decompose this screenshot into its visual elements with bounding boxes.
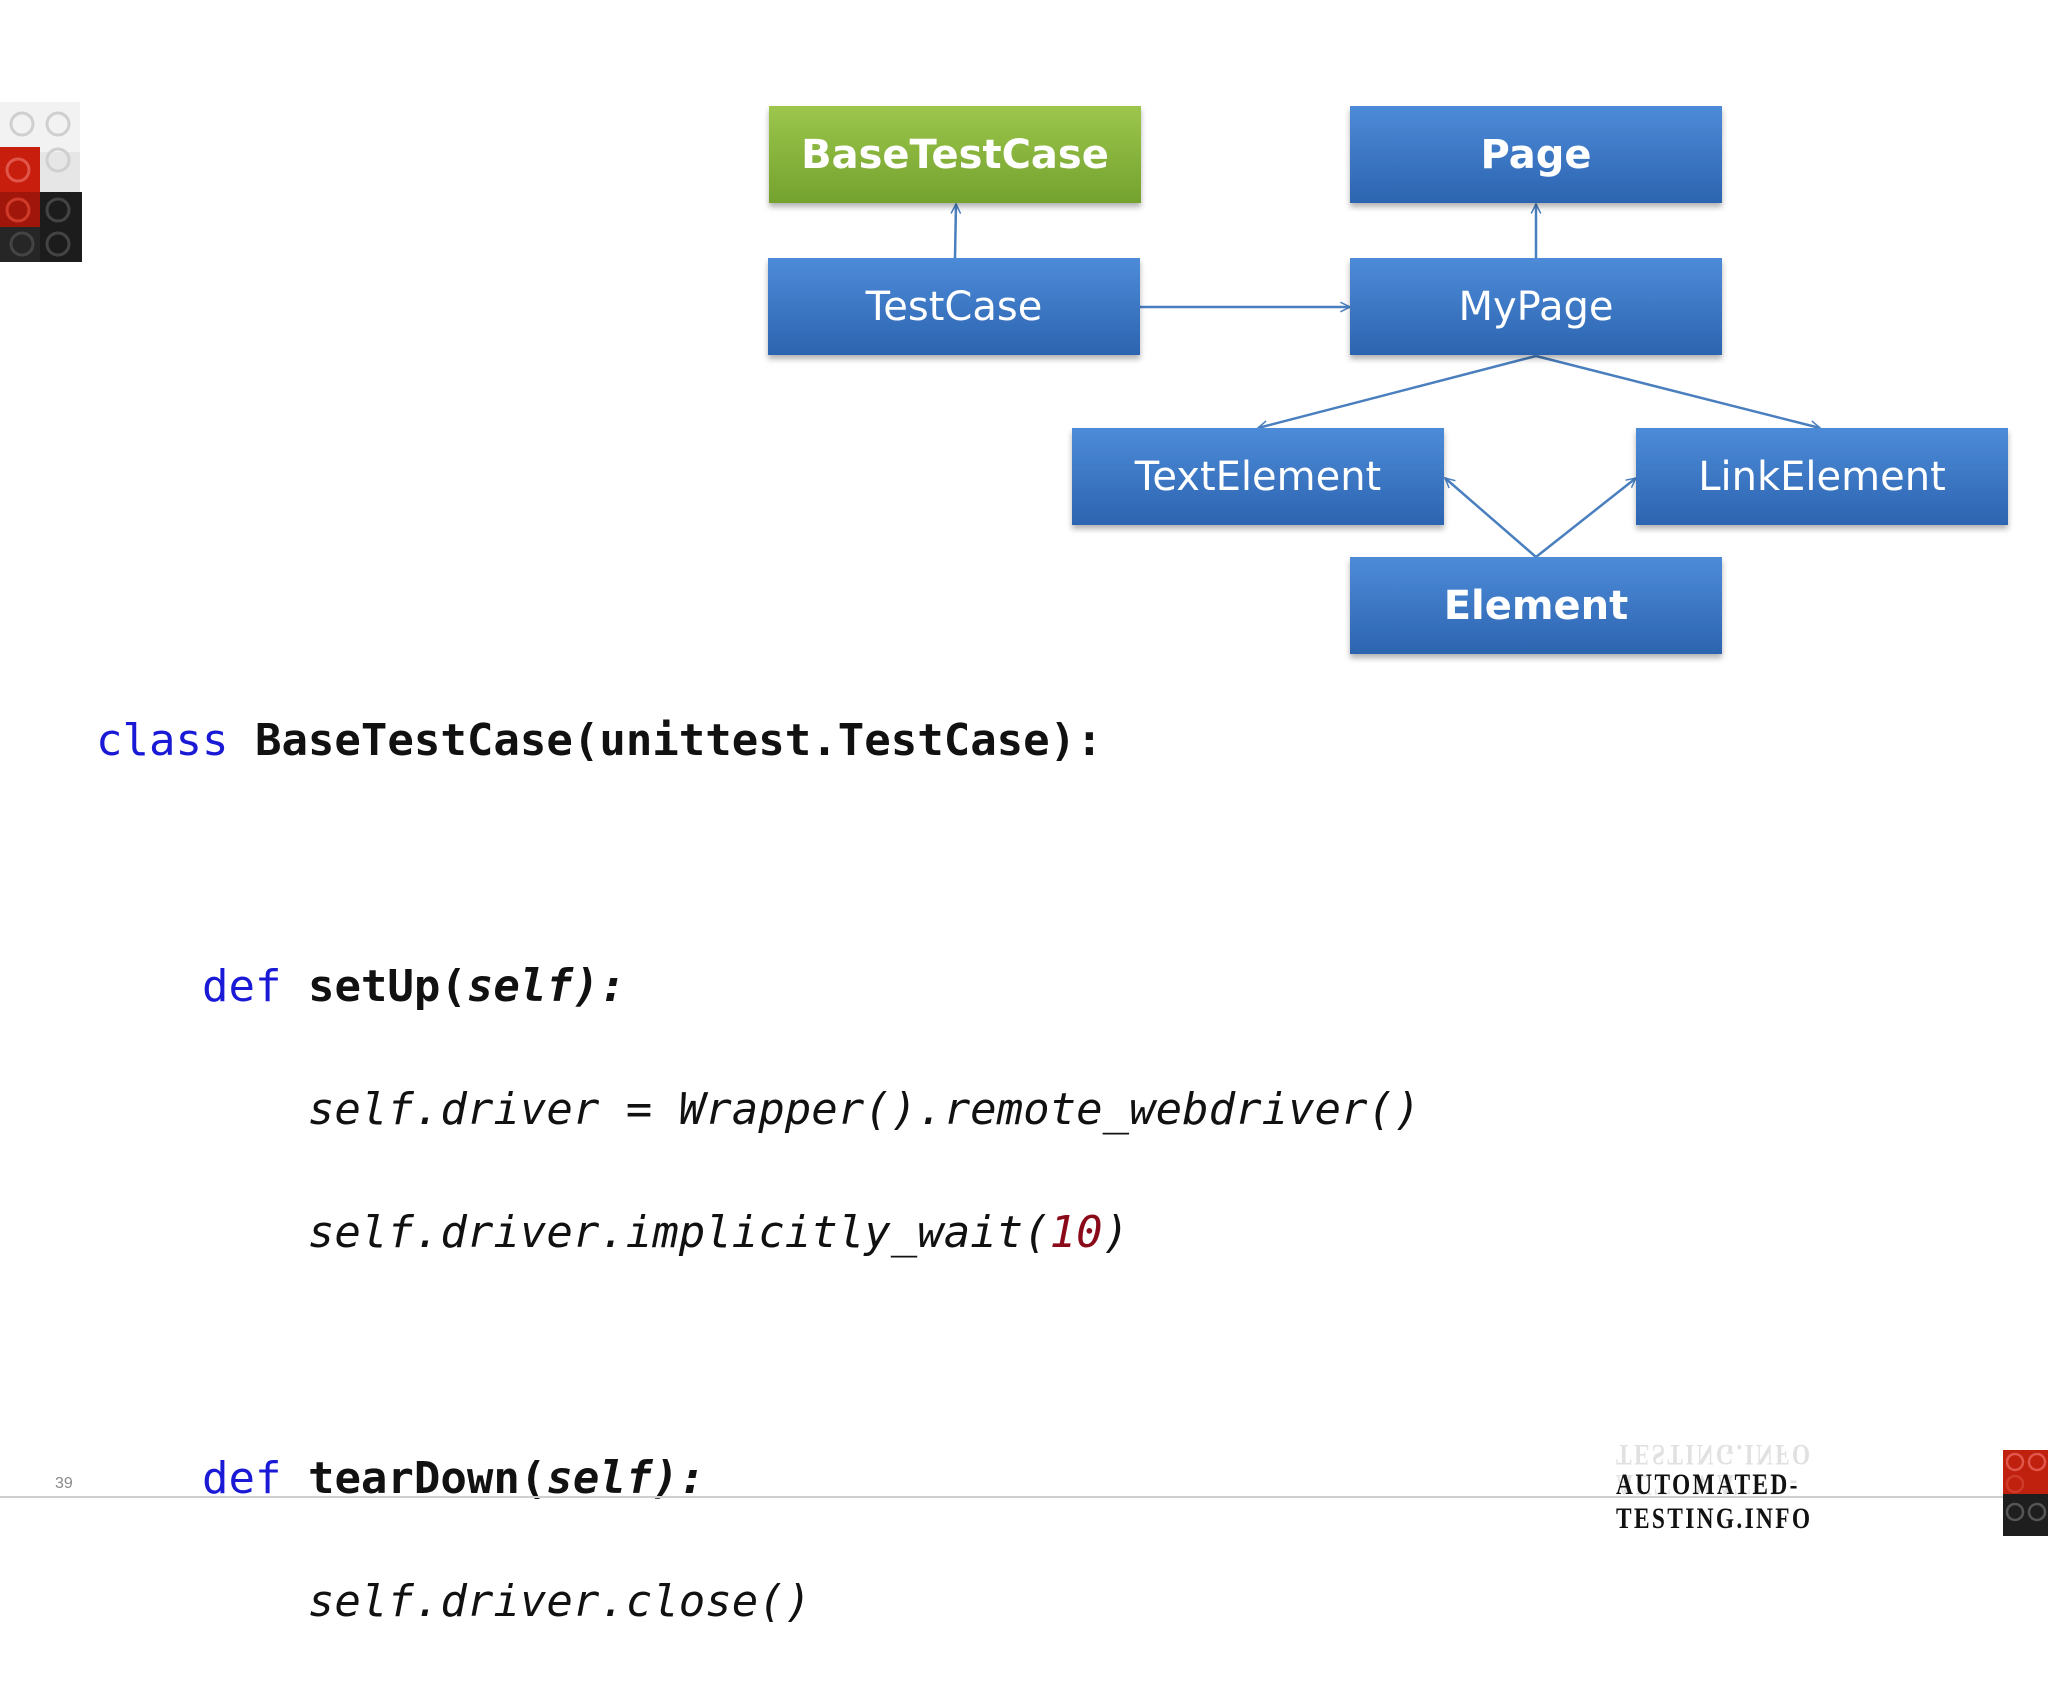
node-element-label: Element (1444, 583, 1629, 629)
code-line-blank (96, 1325, 1421, 1387)
code-keyword: class (96, 714, 229, 766)
node-basetestcase-label: BaseTestCase (801, 132, 1109, 178)
code-line-1: class BaseTestCase(unittest.TestCase): (96, 710, 1421, 772)
lego-brick-icon (0, 102, 82, 262)
node-testcase-label: TestCase (865, 284, 1043, 330)
node-element: Element (1350, 557, 1722, 654)
code-keyword: def (201, 1452, 282, 1504)
code-line-4: self.driver.implicitly_wait(10) (96, 1202, 1421, 1264)
diagram-connectors (955, 204, 1820, 558)
code-statement-end: ) (1102, 1206, 1130, 1258)
node-textelement-label: TextElement (1134, 454, 1382, 500)
footer-divider (0, 1496, 2048, 1498)
node-mypage: MyPage (1350, 258, 1722, 355)
code-line-2: def setUp(self): (96, 956, 1421, 1018)
arrow-element-to-linkelement (1535, 478, 1636, 558)
node-mypage-label: MyPage (1458, 284, 1613, 330)
code-method-param: self): (546, 1452, 706, 1504)
code-listing: class BaseTestCase(unittest.TestCase): d… (96, 648, 1421, 1694)
node-page: Page (1350, 106, 1722, 203)
code-method-name: setUp( (307, 960, 467, 1012)
class-diagram: BaseTestCase Page TestCase MyPage TextEl… (768, 106, 2008, 654)
code-number: 10 (1049, 1206, 1103, 1258)
arrow-element-to-textelement (1445, 478, 1537, 558)
arrow-mypage-to-linkelement (1535, 354, 1820, 428)
code-statement: self.driver = Wrapper().remote_webdriver… (307, 1083, 1421, 1135)
code-statement: self.driver.close() (307, 1575, 812, 1627)
node-textelement: TextElement (1072, 428, 1444, 525)
code-class-signature: BaseTestCase(unittest.TestCase): (254, 714, 1103, 766)
node-testcase: TestCase (768, 258, 1140, 355)
arrow-testcase-to-basetestcase (955, 204, 956, 259)
node-basetestcase: BaseTestCase (769, 106, 1141, 203)
footer-site-name: AUTOMATED-TESTING.INFO (1616, 1468, 1813, 1535)
code-keyword: def (201, 960, 282, 1012)
code-method-param: self): (466, 960, 626, 1012)
node-linkelement-label: LinkElement (1698, 454, 1946, 500)
code-line-blank (96, 833, 1421, 895)
code-line-6: self.driver.close() (96, 1571, 1421, 1633)
lego-corner-icon (2003, 1450, 2048, 1536)
arrow-mypage-to-textelement (1258, 354, 1537, 428)
slide-page-number: 39 (55, 1475, 73, 1492)
node-linkelement: LinkElement (1636, 428, 2008, 525)
footer-site-name-reflection: AUTOMATED-TESTING.INFO (1616, 1438, 1813, 1501)
code-method-name: tearDown( (307, 1452, 547, 1504)
code-statement: self.driver.implicitly_wait( (307, 1206, 1050, 1258)
code-line-5: def tearDown(self): (96, 1448, 1421, 1510)
node-page-label: Page (1481, 132, 1592, 178)
code-line-3: self.driver = Wrapper().remote_webdriver… (96, 1079, 1421, 1141)
